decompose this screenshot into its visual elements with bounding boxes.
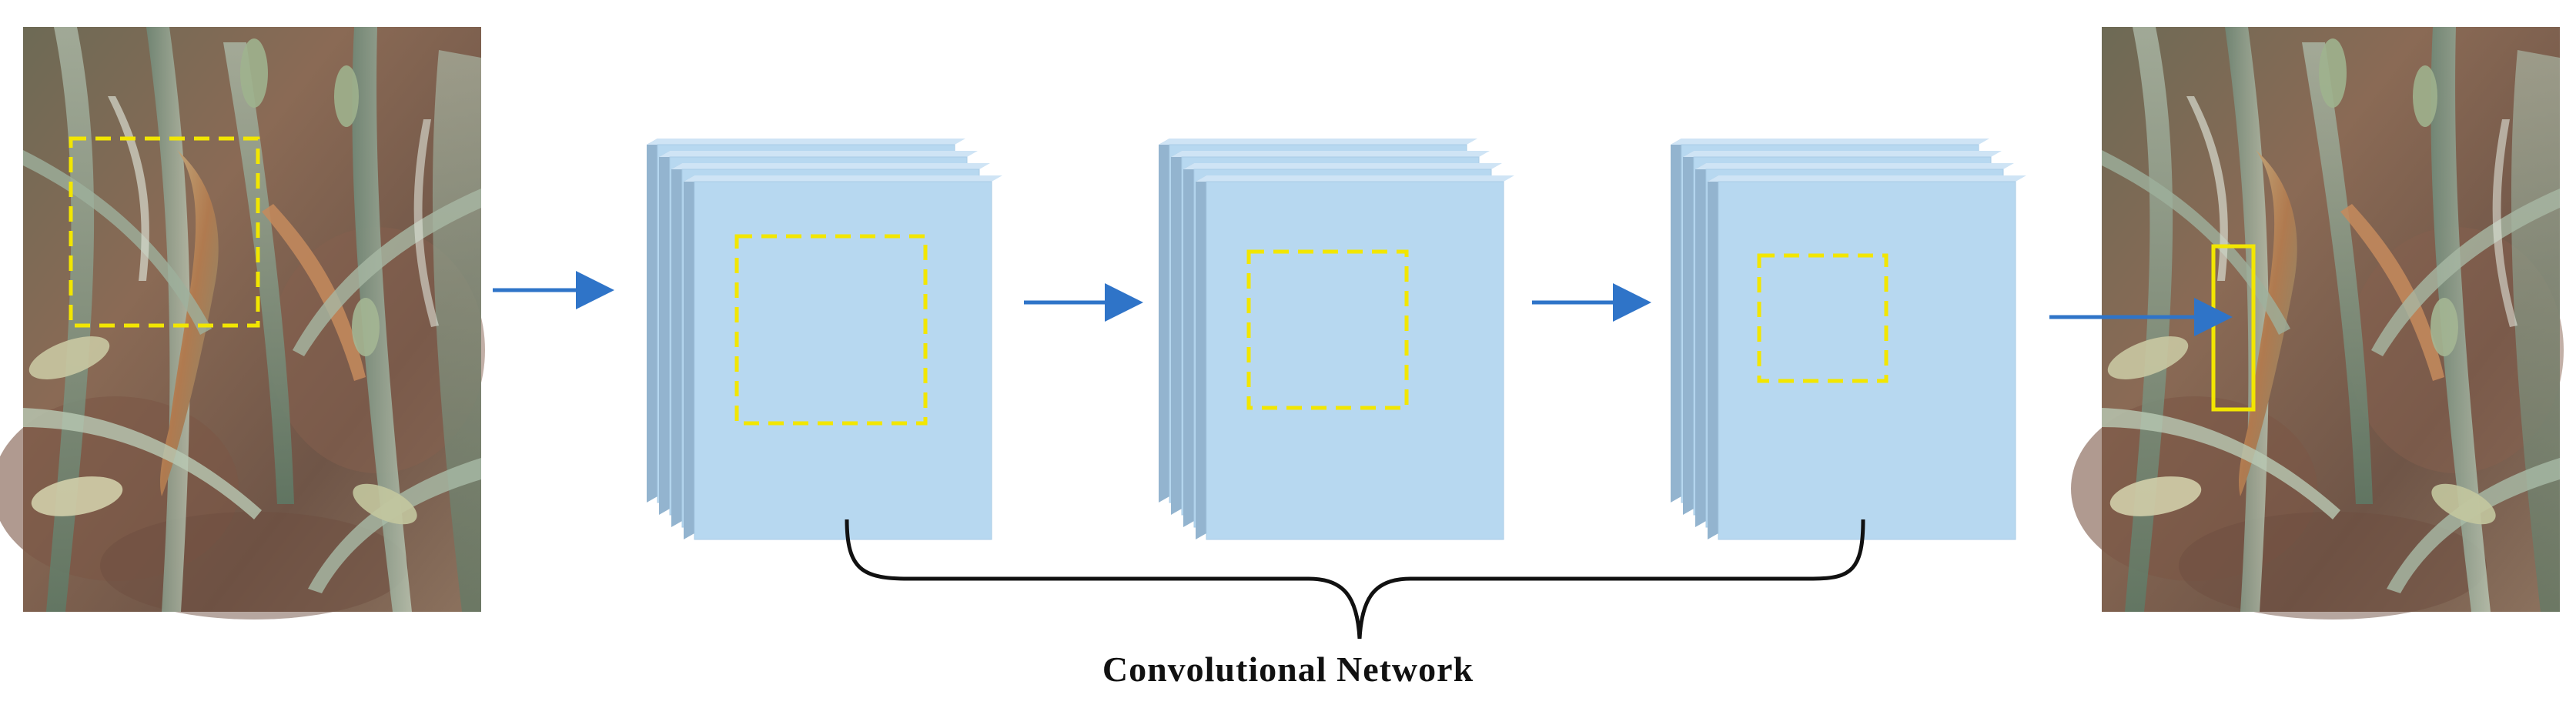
feature-map-side <box>1196 175 1206 539</box>
input-image <box>0 27 485 620</box>
feature-map-top <box>1159 139 1477 145</box>
feature-map-layer <box>684 175 1002 540</box>
feature-map-side <box>1159 139 1169 503</box>
feature-map-top <box>659 151 978 157</box>
feature-region-marker <box>734 234 928 426</box>
feature-region-marker <box>1757 253 1889 383</box>
feature-stack-3 <box>1671 139 2026 540</box>
feature-map-side <box>1683 151 1694 515</box>
feature-map-side <box>671 163 682 527</box>
feature-map-top <box>684 175 1002 182</box>
feature-map-top <box>1683 151 2002 157</box>
feature-map-top <box>1695 163 2014 169</box>
feature-map-side <box>1708 175 1718 539</box>
network-brace <box>845 519 1865 640</box>
feature-map-face <box>1718 181 2016 540</box>
feature-map-face <box>1206 181 1504 540</box>
feature-stack-2 <box>1159 139 1514 540</box>
feature-map-side <box>647 139 657 503</box>
feature-region-marker <box>1246 249 1409 410</box>
feature-map-side <box>1671 139 1681 503</box>
feature-stack-1 <box>647 139 1002 540</box>
feature-map-top <box>1671 139 1989 145</box>
feature-map-side <box>1171 151 1182 515</box>
feature-map-top <box>1183 163 1502 169</box>
feature-map-top <box>1171 151 1490 157</box>
output-image <box>2071 27 2564 620</box>
feature-map-layer <box>1196 175 1514 540</box>
feature-map-side <box>659 151 670 515</box>
feature-map-side <box>684 175 694 539</box>
network-caption: Convolutional Network <box>1102 650 1474 689</box>
feature-map-side <box>1695 163 1706 527</box>
feature-map-layer <box>1708 175 2026 540</box>
feature-map-face <box>694 181 992 540</box>
feature-map-top <box>1708 175 2026 182</box>
input-region-marker <box>69 136 260 328</box>
feature-map-side <box>1183 163 1194 527</box>
feature-map-top <box>671 163 990 169</box>
feature-map-top <box>1196 175 1514 182</box>
feature-map-top <box>647 139 965 145</box>
